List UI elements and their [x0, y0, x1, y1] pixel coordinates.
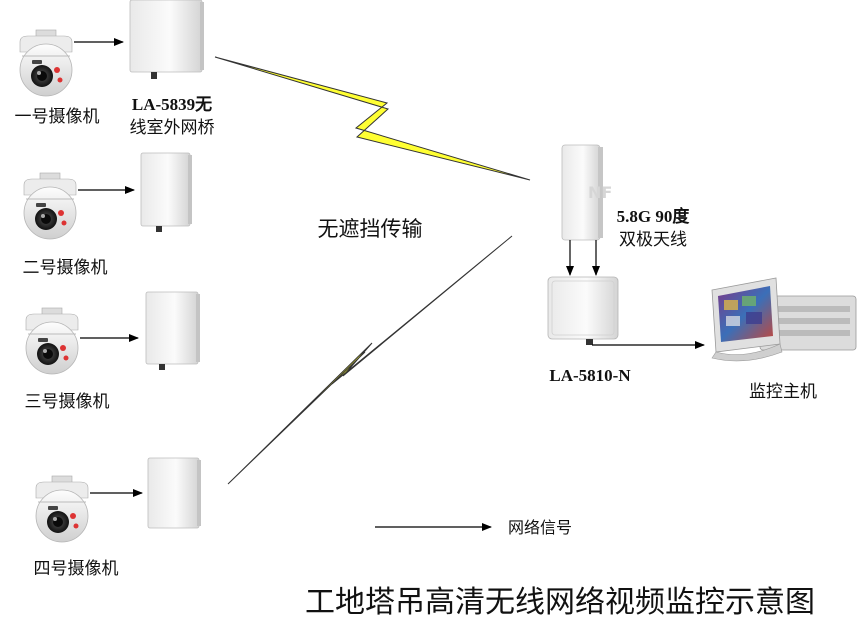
- monitor-host-icon: [711, 277, 857, 362]
- transmission-label: 无遮挡传输: [318, 217, 423, 241]
- bridge-antenna-1-icon: [129, 0, 204, 79]
- camera-3-icon: [25, 307, 79, 375]
- camera-1-label: 一号摄像机: [15, 107, 100, 126]
- base-station-label: LA-5810-N: [549, 366, 631, 385]
- legend-label: 网络信号: [508, 518, 572, 537]
- bridge-antenna-4-icon: [147, 457, 201, 529]
- camera-2-icon: [23, 172, 77, 240]
- sector-antenna-icon: NF: [561, 144, 612, 241]
- svg-text:NF: NF: [588, 183, 612, 202]
- base-station-icon: [547, 276, 619, 345]
- bridge-antenna-2-icon: [140, 152, 192, 232]
- camera-1-icon: [19, 29, 73, 97]
- antenna-label-line2: 双极天线: [619, 230, 687, 249]
- camera-2-label: 二号摄像机: [23, 258, 108, 277]
- monitor-label: 监控主机: [749, 382, 817, 401]
- bridge-label-line1: LA-5839无: [132, 95, 212, 114]
- wireless-link-upper: [214, 56, 531, 181]
- camera-4-icon: [35, 475, 89, 543]
- wireless-link-lower: [227, 235, 513, 485]
- bridge-antenna-3-icon: [145, 291, 200, 370]
- antenna-label-line1: 5.8G 90度: [617, 206, 691, 226]
- camera-3-label: 三号摄像机: [25, 392, 110, 411]
- bridge-label-line2: 线室外网桥: [130, 118, 215, 137]
- camera-4-label: 四号摄像机: [34, 559, 119, 578]
- page-title: 工地塔吊高清无线网络视频监控示意图: [305, 586, 815, 619]
